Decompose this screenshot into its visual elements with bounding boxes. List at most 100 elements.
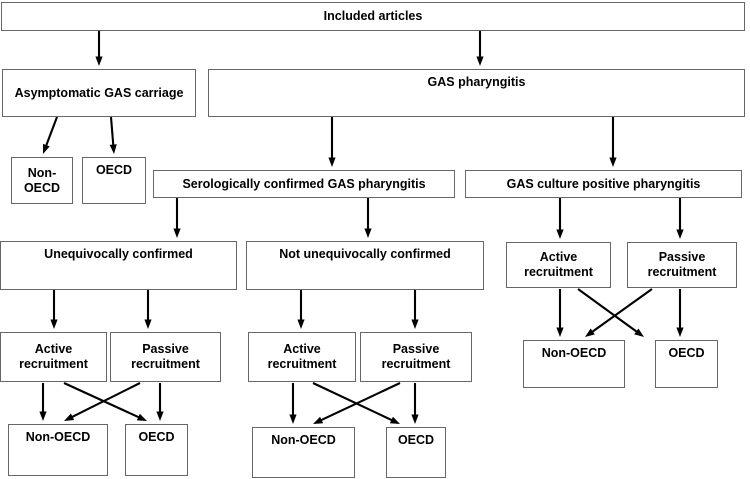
node-label: Passive recruitment [647, 250, 717, 279]
edge-culture-active-to-non-oecd [556, 289, 564, 337]
arrowhead [328, 157, 336, 167]
arrowhead [676, 229, 684, 239]
node-label: OECD [95, 163, 133, 177]
node-unequiv-active: Active recruitment [0, 332, 107, 382]
node-label: Not unequivocally confirmed [279, 247, 451, 261]
node-label: Non-OECD [25, 430, 91, 444]
arrowhead [609, 157, 617, 167]
edge-unequiv-passive-to-oecd [156, 383, 164, 421]
edge-line [63, 382, 141, 419]
node-unequiv-non-oecd: Non-OECD [8, 424, 108, 476]
edge-culture-to-active [556, 198, 564, 239]
arrowhead [95, 56, 103, 66]
node-notunequiv-oecd: OECD [386, 427, 446, 478]
node-label: Passive recruitment [131, 342, 200, 371]
node-label: GAS culture positive pharyngitis [506, 176, 701, 191]
node-label: GAS pharyngitis [427, 75, 526, 89]
arrowhead [144, 319, 152, 329]
node-notunequiv-active: Active recruitment [248, 332, 356, 382]
arrowhead [364, 228, 372, 238]
arrowhead [39, 411, 47, 421]
node-label: Non-OECD [271, 433, 336, 447]
arrowhead [173, 228, 181, 238]
edge-notunequiv-passive-to-non-oecd [313, 382, 401, 424]
node-label: Active recruitment [267, 342, 337, 371]
edge-unequiv-active-to-oecd [63, 382, 147, 421]
arrowhead [411, 319, 419, 329]
edge-notunequiv-active-to-non-oecd [289, 383, 297, 424]
node-included-articles: Included articles [1, 2, 745, 31]
node-culture-non-oecd: Non-OECD [523, 340, 625, 388]
edge-notunequiv-passive-to-oecd [411, 383, 419, 424]
node-unequivocally-confirmed: Unequivocally confirmed [0, 241, 237, 290]
edge-line [312, 382, 394, 422]
node-label: Non-OECD [23, 165, 61, 195]
node-not-unequivocally: Not unequivocally confirmed [246, 241, 484, 290]
arrowhead [585, 328, 595, 337]
node-label: Unequivocally confirmed [44, 247, 193, 261]
node-label: Included articles [323, 9, 423, 24]
edge-culture-active-to-oecd [577, 288, 644, 337]
edge-line [109, 116, 115, 147]
arrowhead [289, 414, 297, 424]
node-culture-positive: GAS culture positive pharyngitis [465, 170, 742, 198]
edge-culture-passive-to-non-oecd [585, 288, 653, 337]
edge-serological-to-not-unequiv [364, 198, 372, 238]
node-carriage-oecd: OECD [82, 157, 146, 204]
node-culture-oecd: OECD [655, 340, 718, 388]
node-carriage-non-oecd: Non-OECD [11, 157, 73, 204]
edge-included-to-pharyngitis [476, 31, 484, 66]
edge-unequiv-to-passive [144, 290, 152, 329]
node-label: Asymptomatic GAS carriage [14, 85, 184, 100]
arrowhead [556, 327, 564, 337]
edge-line [319, 382, 401, 422]
edge-serological-to-unequiv [173, 198, 181, 238]
node-notunequiv-passive: Passive recruitment [360, 332, 472, 382]
edge-line [590, 288, 653, 334]
edge-notunequiv-to-passive [411, 290, 419, 329]
edge-notunequiv-to-active [297, 290, 305, 329]
arrowhead [389, 416, 400, 424]
node-label: OECD [397, 433, 435, 447]
arrowhead [50, 319, 58, 329]
node-gas-pharyngitis: GAS pharyngitis [208, 69, 745, 117]
arrowhead [64, 413, 75, 421]
edge-unequiv-active-to-non-oecd [39, 383, 47, 421]
node-culture-active: Active recruitment [506, 242, 611, 288]
edge-line [70, 382, 141, 419]
node-label: Non-OECD [541, 346, 607, 360]
node-label: OECD [138, 430, 175, 444]
arrowhead [634, 328, 644, 337]
arrowhead [156, 411, 164, 421]
edge-notunequiv-active-to-oecd [312, 382, 400, 424]
edge-unequiv-passive-to-non-oecd [64, 382, 141, 421]
node-culture-passive: Passive recruitment [627, 242, 737, 288]
arrowhead [556, 229, 564, 239]
edge-line [577, 288, 639, 334]
node-unequiv-passive: Passive recruitment [110, 332, 221, 382]
arrowhead [313, 416, 324, 424]
node-label: Serologically confirmed GAS pharyngitis [182, 176, 426, 191]
edge-carriage-to-oecd [109, 116, 117, 154]
node-label: Passive recruitment [381, 342, 451, 371]
node-label: Active recruitment [524, 250, 593, 279]
arrowhead [411, 414, 419, 424]
node-serologically-confirmed: Serologically confirmed GAS pharyngitis [153, 170, 455, 198]
arrowhead [136, 413, 147, 421]
arrowhead [109, 144, 117, 154]
node-unequiv-oecd: OECD [125, 424, 188, 476]
edge-pharyngitis-to-culture [609, 117, 617, 167]
edge-culture-passive-to-oecd [676, 289, 684, 337]
edge-culture-to-passive [676, 198, 684, 239]
node-label: Active recruitment [19, 342, 88, 371]
edge-unequiv-to-active [50, 290, 58, 329]
arrowhead [476, 56, 484, 66]
node-notunequiv-non-oecd: Non-OECD [252, 427, 355, 478]
edge-carriage-to-non-oecd [42, 116, 58, 154]
arrowhead [297, 319, 305, 329]
edge-pharyngitis-to-serological [328, 117, 336, 167]
node-label: OECD [668, 346, 705, 360]
edge-included-to-carriage [95, 31, 103, 66]
arrowhead [42, 143, 50, 154]
